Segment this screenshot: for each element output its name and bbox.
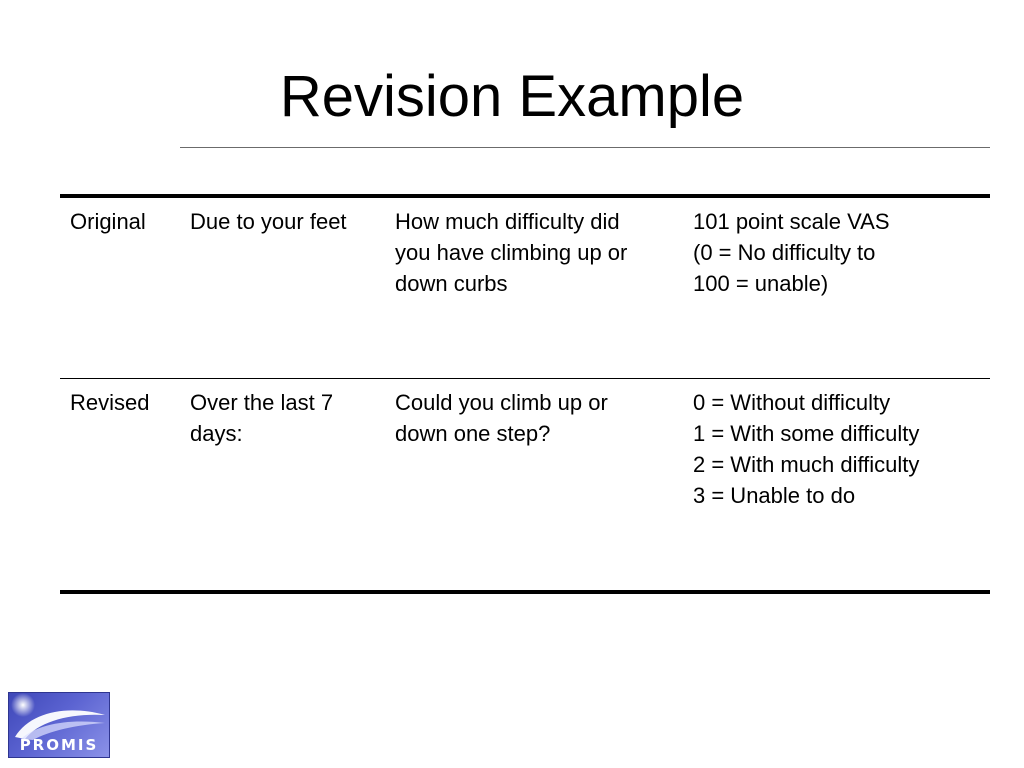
table-top-border [60,194,990,198]
response-line: 3 = Unable to do [693,483,856,508]
question-cell: How much difficulty did you have climbin… [395,206,685,299]
title-divider [180,147,990,148]
question-cell: Could you climb up or down one step? [395,387,685,449]
row-label: Original [70,209,146,234]
context-line: Over the last 7 [190,390,334,415]
response-line: 2 = With much difficulty [693,452,920,477]
revision-table: Original Due to your feet How much diffi… [60,194,990,594]
question-line: Could you climb up or [395,390,608,415]
row-divider [60,378,990,379]
question-line: you have climbing up or [395,240,628,265]
table-bottom-border [60,590,990,594]
question-line: down curbs [395,271,508,296]
response-line: 101 point scale VAS [693,209,890,234]
promis-logo-icon [11,693,105,740]
context-line: days: [190,421,243,446]
context-cell: Over the last 7 days: [190,387,385,449]
response-line: 0 = Without difficulty [693,390,891,415]
response-cell: 0 = Without difficulty 1 = With some dif… [693,387,988,511]
response-cell: 101 point scale VAS (0 = No difficulty t… [693,206,988,299]
response-line: (0 = No difficulty to [693,240,876,265]
question-line: How much difficulty did [395,209,620,234]
context-line: Due to your feet [190,209,347,234]
question-line: down one step? [395,421,551,446]
response-line: 100 = unable) [693,271,829,296]
row-label: Revised [70,390,150,415]
context-cell: Due to your feet [190,206,385,237]
response-line: 1 = With some difficulty [693,421,920,446]
table-row-original: Original Due to your feet How much diffi… [60,198,990,378]
table-row-revised: Revised Over the last 7 days: Could you … [60,379,990,590]
logo-text: PROMIS [19,736,99,754]
promis-logo: PROMIS [8,692,110,758]
slide-title: Revision Example [279,64,745,129]
